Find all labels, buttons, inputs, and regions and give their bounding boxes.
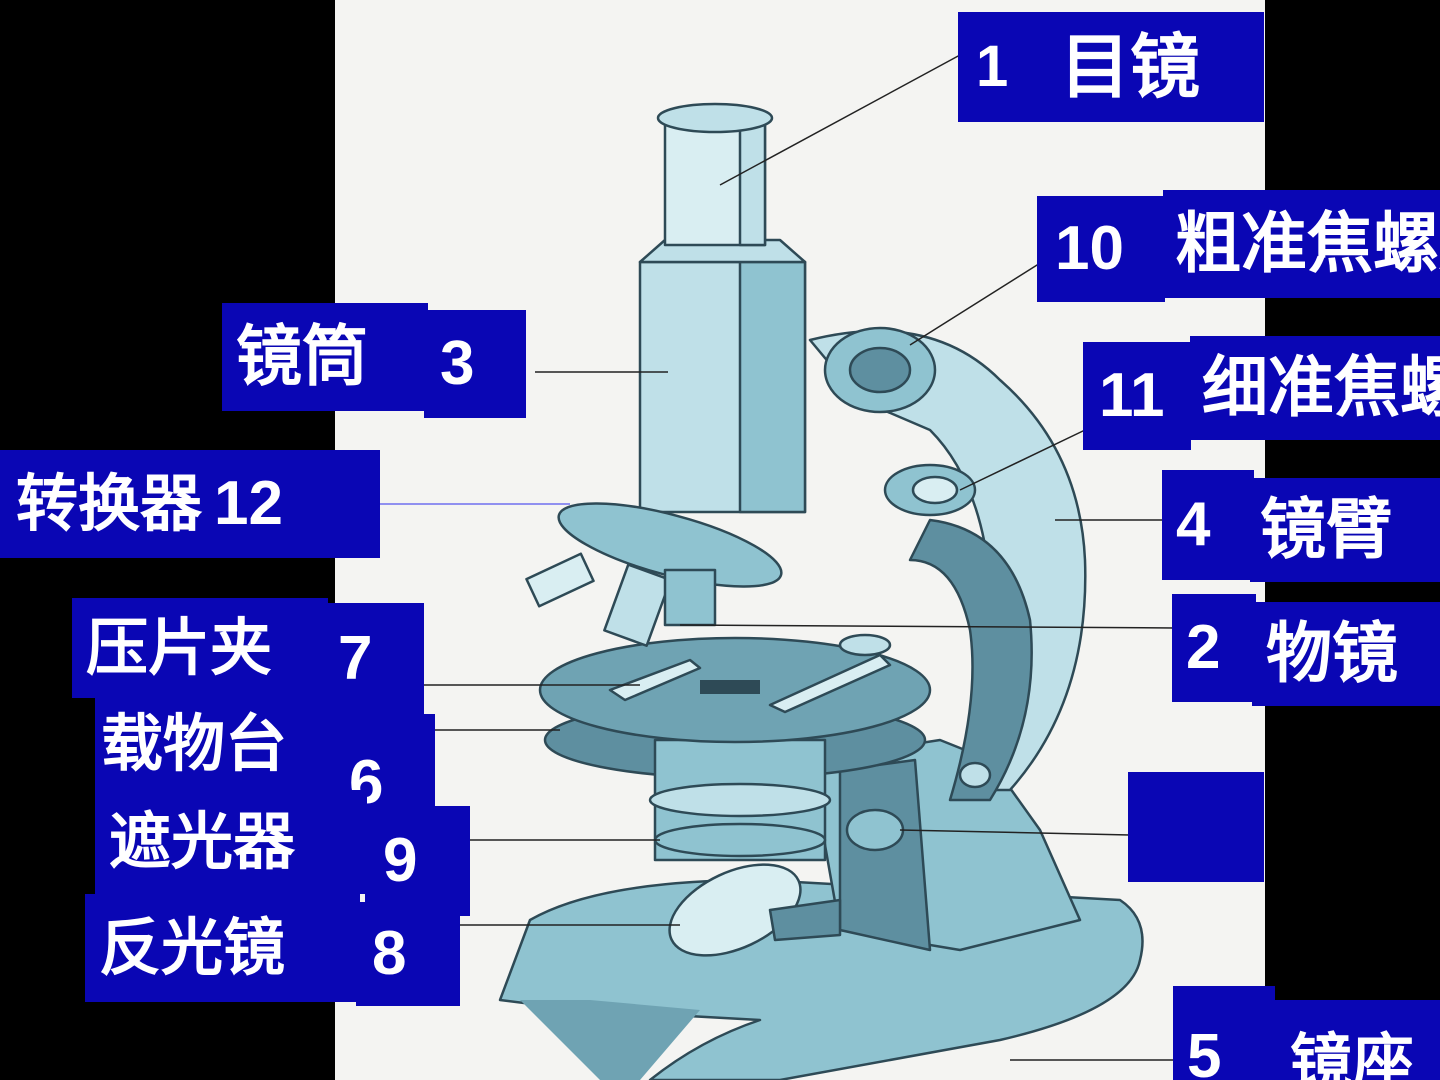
leader-eyepiece [719,54,961,186]
label-objective-number: 2 [1172,594,1256,702]
label-fine-number: 11 [1083,342,1191,450]
microscope-base-shadow [520,1000,700,1080]
label-fine-name-text: 细准焦螺旋 [1202,349,1440,426]
label-nosepiece-name-text: 转换器 [16,467,203,540]
label-base-name-text: 镜座 [1290,1026,1415,1080]
label-mirror-number-text: 8 [372,919,407,988]
label-eyepiece-number: 1 [958,12,1058,122]
label-diaphragm-number-text: 9 [383,826,418,895]
label-coarse-name-text: 粗准焦螺旋 [1175,205,1440,282]
diaphragm-disk [648,782,832,818]
nosepiece-disk [557,502,783,588]
label-tube-number-text: 3 [440,329,475,398]
label-stage-name: 载物台 [95,698,335,790]
stage-clip-right [768,653,892,714]
mirror-holder [768,898,842,942]
label-diaphragm-number: 9 [365,806,470,916]
label-base-name: 镜座 [1272,1000,1440,1080]
microscope-pillar-dark [838,758,932,952]
stage-aperture [700,680,760,694]
label-mirror-name-text: 反光镜 [99,911,286,984]
eyepiece-rim [656,102,774,134]
label-tube-number: 3 [424,310,526,418]
label-mirror-number: 8 [356,902,460,1006]
diaphragm-disk-lower [653,822,827,858]
label-arm-name: 镜臂 [1250,478,1440,582]
mirror [668,863,802,957]
label-arm-name-text: 镜臂 [1260,491,1392,568]
label-stage-name-text: 载物台 [101,707,288,780]
label-pillar-blank [1128,772,1264,882]
label-fine-name: 细准焦螺旋 [1190,336,1440,440]
label-base-number-text: 5 [1187,1022,1222,1080]
label-coarse-number-text: 10 [1055,214,1124,283]
microscope-arm-inner [908,518,1033,802]
stage-clip-knob [838,633,892,657]
eyepiece-tube-side [738,118,767,247]
lower-knob [845,808,905,852]
leader-objective [679,624,1176,629]
leader-coarse [909,259,1046,346]
leader-pillar [899,829,1131,836]
label-arm-number-text: 4 [1176,490,1211,559]
stage-clip-left [608,658,702,702]
label-eyepiece-number-text: 1 [976,34,1009,99]
label-diaphragm-name-text: 遮光器 [109,805,296,878]
label-tube-name: 镜筒 [222,303,428,411]
label-arm-number: 4 [1162,470,1254,580]
leader-fine [959,429,1086,491]
side-bolt [958,761,992,789]
label-coarse-number: 10 [1037,196,1165,302]
label-diaphragm-name: 遮光器 [95,790,367,894]
objective-left [525,552,595,608]
label-nosepiece-number-text: 12 [214,469,283,538]
body-tube-side [738,260,807,514]
fine-focus-knob-center [911,475,959,505]
label-eyepiece-name: 目镜 [1058,12,1264,122]
label-objective-name-text: 物镜 [1266,615,1398,692]
label-clip-number: 7 [322,603,424,715]
label-clip-number-text: 7 [338,624,373,693]
objective-right [663,568,717,627]
objective-center [603,563,672,648]
label-objective-number-text: 2 [1186,613,1221,682]
label-tube-name-text: 镜筒 [236,318,368,395]
label-mirror-name: 反光镜 [85,894,360,1002]
label-eyepiece-name-text: 目镜 [1060,26,1200,108]
label-base-number: 5 [1173,986,1275,1080]
label-nosepiece: 转换器 12 [0,450,380,558]
coarse-focus-knob-center [848,346,912,394]
label-clip-name-text: 压片夹 [86,611,273,684]
label-coarse-name: 粗准焦螺旋 [1163,190,1440,298]
label-fine-number-text: 11 [1099,361,1165,430]
label-objective-name: 物镜 [1252,602,1440,706]
label-clip-name: 压片夹 [72,598,328,698]
